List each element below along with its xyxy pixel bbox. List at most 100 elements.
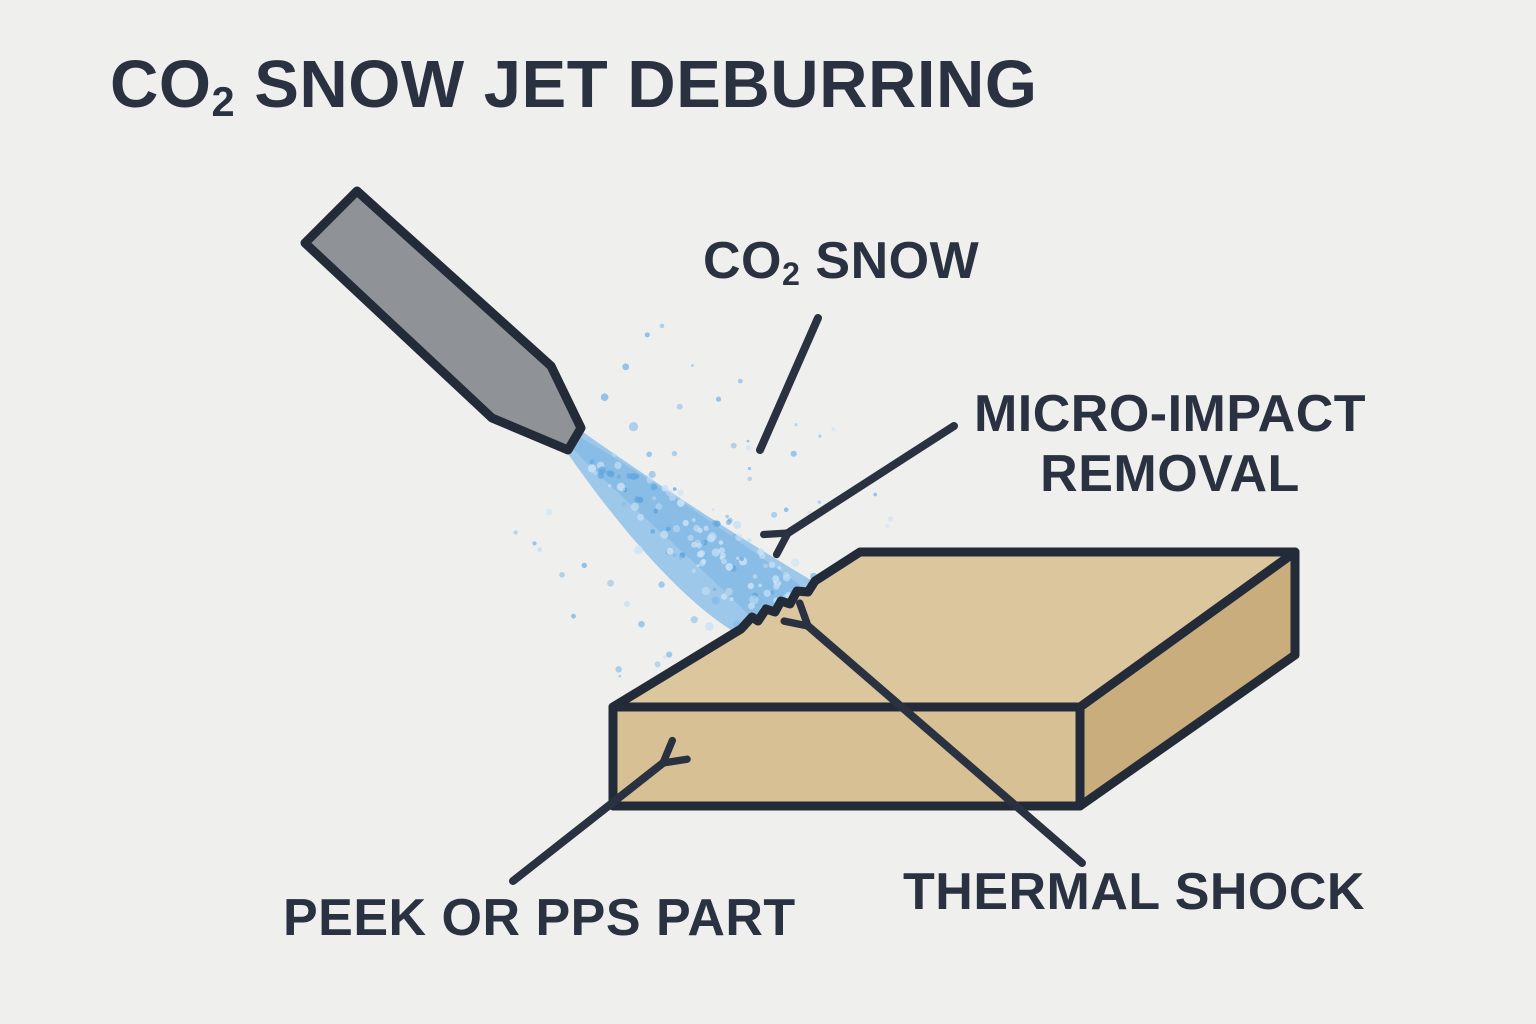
label-micro-impact-removal: MICRO-IMPACT REMOVAL	[920, 384, 1420, 505]
snow-particle	[777, 566, 782, 570]
snow-particle	[747, 466, 752, 471]
snow-particle	[682, 519, 689, 527]
snow-particle	[749, 595, 759, 605]
snow-particle	[676, 499, 685, 507]
snow-particle	[676, 403, 683, 410]
snow-particle	[648, 470, 656, 479]
snow-particle	[698, 550, 705, 557]
snow-particle	[696, 564, 700, 568]
snow-particle	[731, 533, 738, 540]
label-peek-part: PEEK OR PPS PART	[283, 889, 796, 947]
snow-particle	[711, 596, 720, 605]
snow-particle	[598, 466, 606, 475]
snow-particle	[747, 476, 752, 482]
thermal-shock-arrow	[780, 599, 1086, 867]
snow-particle	[559, 572, 565, 578]
snow-particle	[655, 503, 663, 510]
snow-particle	[587, 464, 597, 473]
snow-particle	[790, 450, 797, 457]
page-title: CO2 SNOW JET DEBURRING	[110, 47, 1038, 126]
snow-particle	[733, 520, 742, 530]
snow-particle	[730, 442, 737, 449]
co2-spray-core	[571, 436, 800, 622]
snow-particle	[711, 548, 720, 557]
snow-particle	[719, 556, 724, 560]
snow-particle	[666, 526, 671, 532]
snow-particle	[885, 523, 890, 529]
snow-particle	[794, 423, 798, 427]
snow-particle	[700, 540, 705, 545]
snow-particle	[624, 601, 631, 607]
snow-particle	[693, 525, 700, 532]
snow-particle	[589, 459, 595, 465]
snow-particle	[633, 545, 643, 555]
snow-particle	[691, 568, 696, 573]
snow-particle	[628, 422, 639, 432]
snow-particle	[654, 661, 661, 668]
snow-particle	[725, 588, 733, 596]
peek-part-arrow	[509, 736, 691, 885]
snow-particle	[545, 508, 553, 516]
snow-particle	[818, 434, 822, 438]
snow-particle	[770, 590, 775, 595]
snow-particle	[661, 484, 669, 492]
snow-particle	[678, 556, 683, 560]
label-thermal-shock: THERMAL SHOCK	[903, 863, 1365, 921]
snow-particle	[696, 542, 702, 549]
annotation-arrows	[509, 314, 1086, 885]
snow-particle	[532, 541, 537, 546]
part-block	[608, 547, 1300, 811]
snow-particle	[721, 558, 727, 565]
snow-particle	[718, 547, 725, 554]
snow-particle	[739, 545, 748, 554]
snow-particle	[774, 555, 780, 561]
snow-particle	[612, 452, 617, 457]
snow-particle	[747, 582, 754, 590]
snow-particle	[718, 540, 724, 545]
snow-particle	[735, 533, 743, 541]
snow-particle	[677, 489, 684, 496]
snow-particle	[713, 587, 717, 592]
snow-particle	[607, 470, 615, 478]
snow-particle	[873, 492, 878, 497]
snow-particle	[621, 501, 627, 507]
snow-particle	[630, 472, 638, 480]
snow-particle	[763, 563, 768, 569]
snow-particle	[571, 613, 576, 619]
snow-particle	[581, 562, 587, 569]
snow-particle	[650, 483, 658, 491]
snow-particle	[790, 558, 800, 567]
snow-particle	[737, 378, 743, 384]
snow-particle	[783, 574, 791, 582]
snow-particle	[725, 519, 732, 525]
snow-particle	[653, 508, 658, 514]
snow-particle	[620, 487, 626, 492]
label-co2-snow: CO2 SNOW	[703, 232, 980, 293]
snow-particle	[646, 476, 654, 484]
snow-particle	[714, 520, 721, 527]
snow-particle	[622, 363, 630, 371]
snow-particle	[745, 445, 752, 451]
snow-particle	[725, 514, 729, 519]
snow-particle	[691, 364, 694, 367]
snow-particle	[652, 496, 657, 501]
snow-particle	[684, 530, 690, 536]
snow-particle	[659, 323, 665, 329]
snow-particle	[666, 547, 674, 555]
snow-particle	[691, 541, 698, 548]
snow-particle	[831, 426, 836, 432]
snow-particle	[772, 575, 780, 583]
snow-particle	[773, 583, 780, 590]
snow-particle	[721, 593, 728, 600]
snow-particle	[638, 620, 645, 628]
snow-particle	[755, 565, 760, 569]
snow-particle	[715, 396, 722, 402]
snow-particle	[658, 581, 665, 588]
snow-particle	[739, 556, 744, 562]
part-block-front-face	[608, 702, 1085, 811]
snow-particle	[711, 507, 715, 512]
co2-spray-stream	[566, 430, 816, 634]
snow-particle	[700, 558, 707, 565]
